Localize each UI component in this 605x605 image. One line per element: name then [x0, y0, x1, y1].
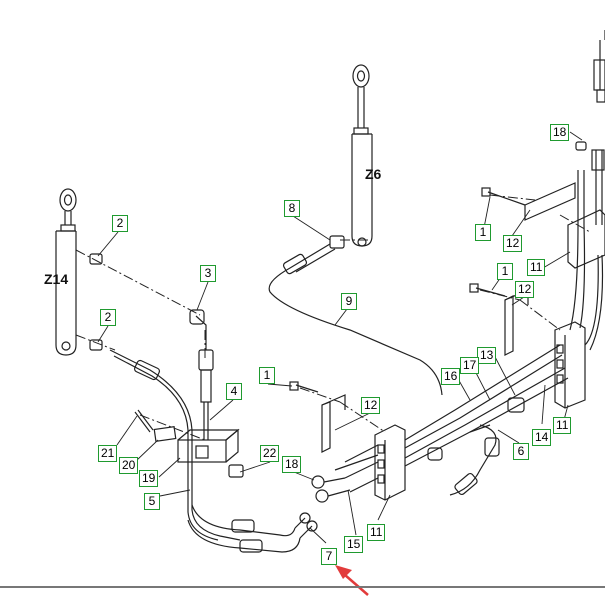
callout-16[interactable]: 16	[441, 368, 461, 385]
callout-3[interactable]: 3	[200, 265, 216, 282]
callout-4[interactable]: 4	[226, 383, 242, 400]
callout-7[interactable]: 7	[321, 548, 337, 565]
callout-9[interactable]: 9	[341, 293, 357, 310]
callout-18-top[interactable]: 18	[550, 124, 570, 141]
callout-19[interactable]: 19	[139, 470, 159, 487]
callout-1-mid[interactable]: 1	[497, 263, 513, 280]
callout-22[interactable]: 22	[260, 445, 280, 462]
callout-8[interactable]: 8	[284, 200, 300, 217]
callout-2-lower[interactable]: 2	[100, 309, 116, 326]
callout-12-left[interactable]: 12	[361, 397, 381, 414]
callout-5[interactable]: 5	[144, 493, 160, 510]
callout-15[interactable]: 15	[344, 536, 364, 553]
callout-13[interactable]: 13	[477, 347, 497, 364]
callout-6[interactable]: 6	[513, 443, 529, 460]
callout-11-right[interactable]: 11	[553, 417, 572, 434]
label-cylinder-z14: Z14	[44, 271, 69, 287]
callout-1-left[interactable]: 1	[259, 367, 275, 384]
cylinder-z6	[351, 64, 373, 247]
callout-11-top[interactable]: 11	[527, 259, 546, 276]
label-cylinder-z6: Z6	[365, 166, 382, 182]
callout-2-upper[interactable]: 2	[112, 215, 128, 232]
callout-14[interactable]: 14	[532, 429, 552, 446]
callout-1-top[interactable]: 1	[475, 224, 491, 241]
pointer-arrow	[335, 565, 369, 596]
callout-12-mid[interactable]: 12	[515, 281, 535, 298]
callout-21[interactable]: 21	[98, 445, 118, 462]
callout-17[interactable]: 17	[460, 357, 480, 374]
callout-12-top[interactable]: 12	[503, 235, 523, 252]
callout-18-bottom[interactable]: 18	[282, 456, 302, 473]
bottom-divider	[0, 586, 605, 588]
callout-20[interactable]: 20	[119, 457, 139, 474]
callout-11-bottom[interactable]: 11	[367, 524, 386, 541]
cylinder-z14	[55, 188, 77, 356]
